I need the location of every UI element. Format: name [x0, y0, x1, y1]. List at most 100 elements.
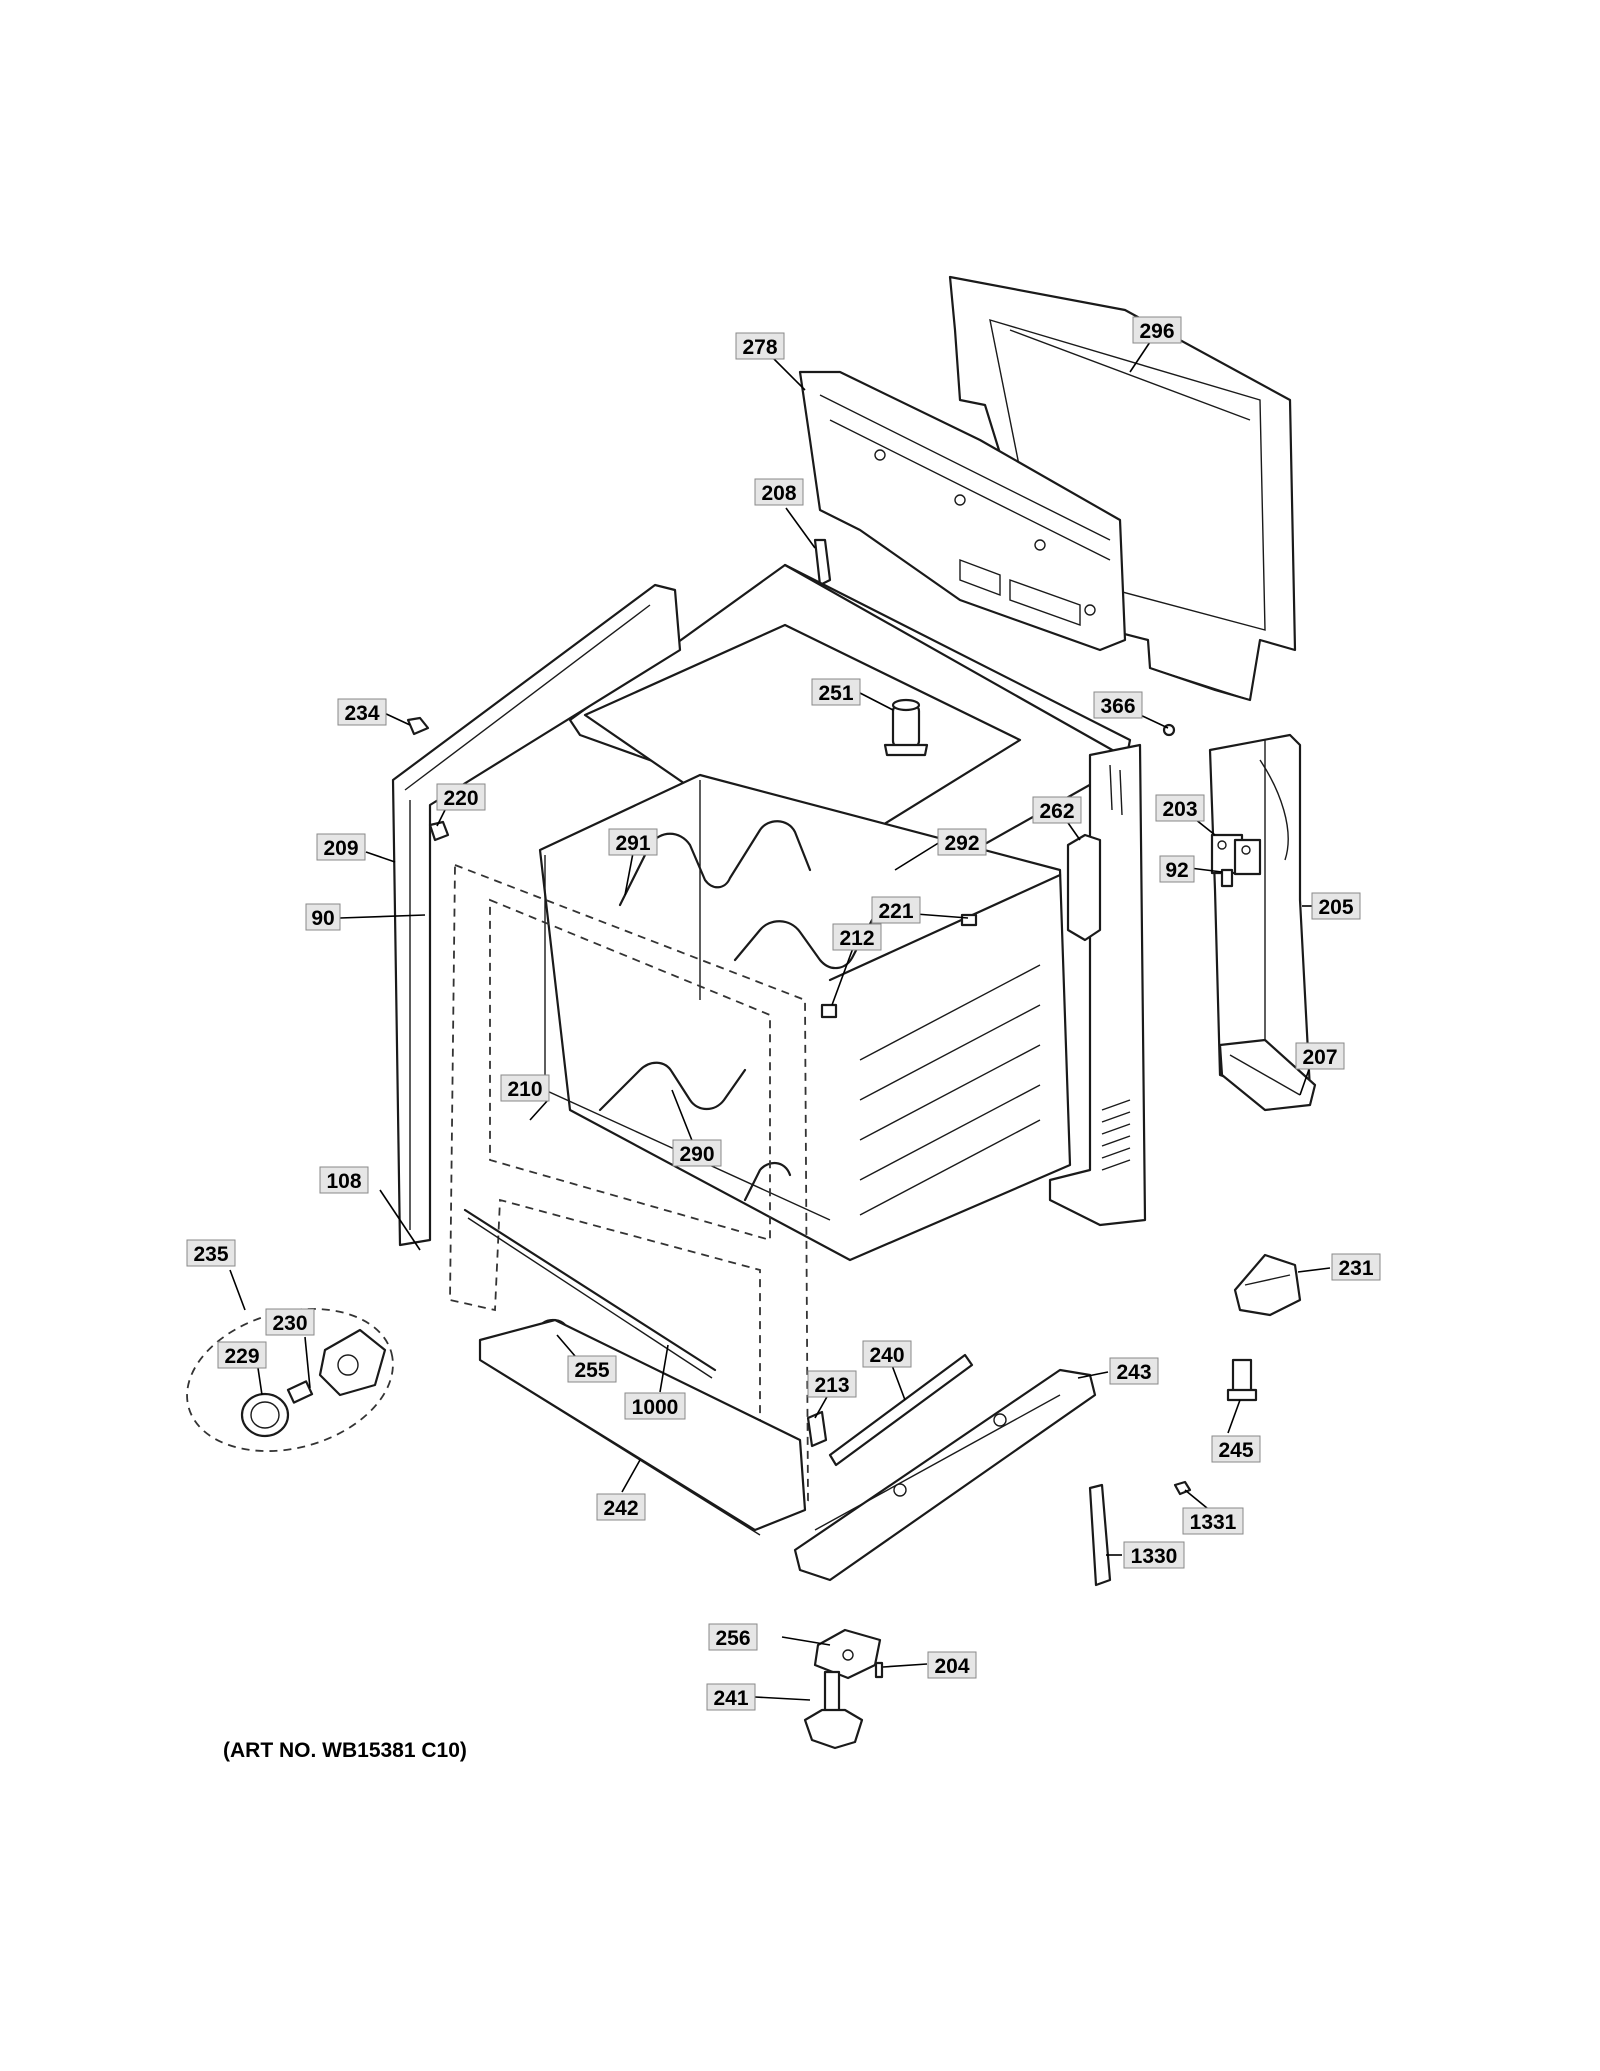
svg-text:292: 292 — [944, 832, 979, 855]
callout-208: 208 — [754, 478, 804, 506]
svg-text:366: 366 — [1100, 695, 1135, 718]
callout-231: 231 — [1331, 1253, 1381, 1281]
callout-210: 210 — [500, 1074, 550, 1102]
svg-text:291: 291 — [615, 832, 650, 855]
callout-1331: 1331 — [1182, 1507, 1244, 1535]
part-bracket-262 — [1066, 833, 1102, 942]
part-gasket — [463, 1208, 717, 1379]
svg-text:213: 213 — [814, 1374, 849, 1397]
callout-251: 251 — [811, 678, 861, 706]
part-rail-240 — [828, 1353, 974, 1467]
callout-205: 205 — [1311, 892, 1361, 920]
callout-207: 207 — [1295, 1042, 1345, 1070]
part-clip-212 — [820, 1003, 838, 1019]
part-left-side — [391, 583, 682, 1247]
part-bracket-1330 — [1088, 1483, 1112, 1587]
callout-242: 242 — [596, 1493, 646, 1521]
part-right-side — [1048, 743, 1147, 1227]
svg-text:235: 235 — [193, 1243, 228, 1266]
leader-lines — [229, 341, 1331, 1701]
part-top-bracket — [813, 538, 832, 587]
callout-241: 241 — [706, 1683, 756, 1711]
art-number: (ART NO. WB15381 C10) — [223, 1739, 467, 1762]
callout-291: 291 — [608, 828, 658, 856]
svg-text:296: 296 — [1139, 320, 1174, 343]
callout-labels: 296 278 208 251 234 366 220 209 262 203 … — [186, 316, 1381, 1711]
callout-204: 204 — [927, 1651, 977, 1679]
part-leveling-leg — [803, 1670, 864, 1750]
svg-text:208: 208 — [761, 482, 796, 505]
part-front-frame — [449, 863, 809, 1502]
svg-text:209: 209 — [323, 837, 358, 860]
svg-text:1000: 1000 — [632, 1396, 679, 1419]
part-bake-element — [598, 1061, 792, 1202]
svg-text:229: 229 — [224, 1345, 259, 1368]
svg-text:205: 205 — [1318, 896, 1353, 919]
callout-203: 203 — [1155, 794, 1205, 822]
callout-108: 108 — [319, 1166, 369, 1194]
part-fastener-220 — [428, 820, 450, 842]
callout-255: 255 — [567, 1355, 617, 1383]
callout-262: 262 — [1032, 796, 1082, 824]
callout-229: 229 — [217, 1341, 267, 1369]
callout-230: 230 — [265, 1308, 315, 1336]
svg-text:255: 255 — [574, 1359, 609, 1382]
part-leveler-plate — [813, 1628, 882, 1680]
callout-296: 296 — [1132, 316, 1182, 344]
callout-278: 278 — [735, 332, 785, 360]
part-drawings — [186, 275, 1317, 1750]
svg-text:212: 212 — [839, 927, 874, 950]
svg-text:242: 242 — [603, 1497, 638, 1520]
svg-text:251: 251 — [818, 682, 853, 705]
callout-366: 366 — [1093, 691, 1143, 719]
svg-text:203: 203 — [1162, 798, 1197, 821]
svg-text:243: 243 — [1116, 1361, 1151, 1384]
svg-text:90: 90 — [311, 907, 334, 930]
svg-text:221: 221 — [878, 900, 913, 923]
callout-234: 234 — [337, 698, 387, 726]
svg-text:240: 240 — [869, 1344, 904, 1367]
part-base-bracket — [1218, 1038, 1317, 1112]
part-clip-234 — [406, 716, 430, 736]
svg-text:220: 220 — [443, 787, 478, 810]
part-switch-245 — [1226, 1358, 1258, 1402]
part-bracket-231 — [1233, 1253, 1302, 1317]
callout-1330: 1330 — [1123, 1541, 1185, 1569]
svg-text:231: 231 — [1338, 1257, 1373, 1280]
svg-text:92: 92 — [1165, 859, 1188, 882]
svg-text:204: 204 — [934, 1655, 969, 1678]
part-clip-221 — [960, 913, 978, 927]
callout-240: 240 — [862, 1340, 912, 1368]
part-bottom-panel — [478, 1318, 807, 1536]
callout-213: 213 — [807, 1370, 857, 1398]
callout-212: 212 — [832, 923, 882, 951]
callout-90: 90 — [305, 903, 341, 931]
svg-text:278: 278 — [742, 336, 777, 359]
callout-235: 235 — [186, 1239, 236, 1267]
svg-text:1330: 1330 — [1131, 1545, 1178, 1568]
svg-text:207: 207 — [1302, 1046, 1337, 1069]
svg-text:290: 290 — [679, 1143, 714, 1166]
part-sensor-251 — [883, 698, 929, 757]
svg-text:1331: 1331 — [1190, 1511, 1237, 1534]
part-screw-204 — [874, 1661, 884, 1679]
svg-text:256: 256 — [715, 1627, 750, 1650]
callout-290: 290 — [672, 1139, 722, 1167]
callout-92: 92 — [1159, 855, 1195, 883]
svg-text:262: 262 — [1039, 800, 1074, 823]
svg-text:108: 108 — [326, 1170, 361, 1193]
part-vent-duct — [798, 370, 1127, 652]
svg-text:241: 241 — [713, 1687, 748, 1710]
part-terminal-block — [1210, 833, 1262, 888]
callout-221: 221 — [871, 896, 921, 924]
svg-text:234: 234 — [344, 702, 379, 725]
part-vent-shroud — [1208, 733, 1312, 1102]
part-drawer-frame — [793, 1368, 1097, 1582]
callout-245: 245 — [1211, 1435, 1261, 1463]
svg-text:210: 210 — [507, 1078, 542, 1101]
callout-209: 209 — [316, 833, 366, 861]
svg-text:230: 230 — [272, 1312, 307, 1335]
callout-256: 256 — [708, 1623, 758, 1651]
callout-243: 243 — [1109, 1357, 1159, 1385]
